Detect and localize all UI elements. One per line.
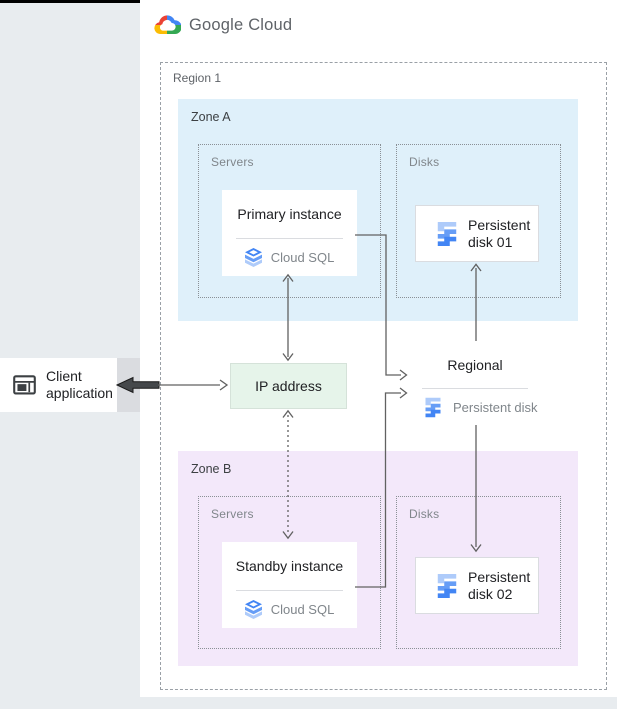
card-divider (236, 238, 343, 239)
zone-b-label: Zone B (191, 462, 232, 476)
region-label: Region 1 (173, 71, 222, 85)
disks-label: Disks (409, 507, 440, 521)
client-line2: application (46, 385, 113, 401)
cloud-sql-icon (244, 248, 262, 267)
client-application-card: Client application (0, 358, 117, 412)
regional-title: Regional (447, 357, 503, 373)
primary-instance-title: Primary instance (237, 206, 342, 222)
persistent-disk-01-card: Persistent disk 01 (415, 205, 539, 262)
zone-b-disks-group: Disks Persistent disk 02 (396, 496, 561, 649)
client-line1: Client (46, 368, 82, 384)
zone-a-servers-group: Servers Primary instance Cloud SQL (198, 144, 381, 298)
zone-b-servers-group: Servers Standby instance Cloud SQL (198, 496, 381, 649)
cloud-sql-icon (244, 600, 262, 619)
disks-label: Disks (409, 155, 440, 169)
zone-a-disks-group: Disks Persistent disk 01 (396, 144, 561, 298)
persistent-disk-icon (437, 221, 457, 246)
persistent-disk-02-label: Persistent disk 02 (468, 569, 530, 603)
primary-product-row: Cloud SQL (222, 239, 357, 276)
ip-address-label: IP address (255, 378, 322, 394)
persistent-disk-icon (437, 573, 457, 598)
top-accent-bar (0, 0, 140, 3)
card-divider (422, 388, 528, 389)
card-divider (236, 590, 343, 591)
regional-product-row: Persistent disk (408, 389, 542, 425)
disk-01-line2: disk 01 (468, 233, 513, 250)
ip-address-box: IP address (230, 363, 347, 409)
persistent-disk-01-label: Persistent disk 01 (468, 217, 530, 251)
zone-b: Zone B Servers Standby instance Cloud SQ… (178, 451, 578, 666)
servers-label: Servers (211, 155, 254, 169)
disk-01-line1: Persistent (468, 216, 531, 233)
client-boundary-shade (117, 358, 140, 412)
standby-product-row: Cloud SQL (222, 591, 357, 628)
persistent-disk-icon (425, 397, 441, 417)
disk-02-line1: Persistent (468, 568, 531, 585)
standby-instance-card: Standby instance Cloud SQL (222, 542, 357, 628)
regional-disk-card: Regional Persistent disk (408, 342, 542, 425)
zone-a-label: Zone A (191, 110, 231, 124)
zone-a: Zone A Servers Primary instance Cloud SQ… (178, 99, 578, 321)
standby-product-label: Cloud SQL (270, 602, 335, 617)
standby-instance-title: Standby instance (235, 558, 344, 574)
region-container: Region 1 Zone A Servers Primary instance (160, 62, 607, 690)
disk-02-line2: disk 02 (468, 585, 513, 602)
client-application-icon (13, 375, 36, 395)
primary-instance-card: Primary instance Cloud SQL (222, 190, 357, 276)
google-cloud-logo: Google Cloud (153, 14, 292, 36)
logo-text: Google Cloud (189, 15, 293, 34)
servers-label: Servers (211, 507, 254, 521)
client-application-label: Client application (46, 368, 113, 402)
persistent-disk-02-card: Persistent disk 02 (415, 557, 539, 614)
google-cloud-icon (154, 15, 181, 35)
primary-product-label: Cloud SQL (270, 250, 335, 265)
regional-product-label: Persistent disk (453, 399, 538, 415)
